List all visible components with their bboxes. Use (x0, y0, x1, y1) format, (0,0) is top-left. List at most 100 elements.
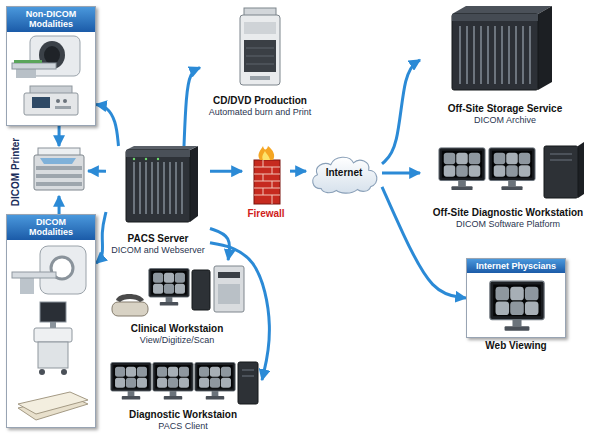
device-title: CD/DVD Production (213, 95, 307, 107)
connector-group (59, 60, 466, 380)
device-subtitle: View/Digitize/Scan (140, 335, 214, 346)
modality-console (55, 106, 71, 109)
web-viewer-monitor (490, 281, 544, 331)
device-subtitle: Automated burn and Print (209, 107, 312, 118)
firewall-wall (254, 160, 280, 204)
modality-console (24, 86, 78, 115)
panel-header: Non-DICOM Modalities (7, 7, 95, 32)
diagnostic-workstation (111, 363, 151, 400)
flatbed-scanner (18, 392, 88, 420)
ultrasound-cart (34, 328, 72, 342)
storage-rack (452, 6, 552, 90)
panel-header: DICOM Modalities (7, 215, 95, 240)
offsite-workstation (439, 142, 584, 198)
ultrasound-cart (40, 302, 66, 322)
viewer-panel: Internet PhysciansWeb Viewing (466, 258, 566, 338)
clinical-workstation (214, 266, 244, 312)
modality-console (32, 97, 50, 108)
ultrasound-cart (61, 369, 67, 375)
clinical-workstation (192, 270, 210, 310)
device-group: Diagnostic WorkstaionPACS Client (104, 352, 262, 432)
connector-arrow (382, 187, 466, 298)
film-printer (36, 182, 82, 186)
diagnostic-workstation (111, 362, 258, 404)
ultrasound-cart (34, 302, 72, 375)
firewall-wall (254, 160, 280, 204)
ultrasound-cart (50, 322, 56, 328)
pacs-server-rack (126, 150, 190, 157)
diagnostic-workstation (242, 370, 254, 376)
firewall-device: Firewall (242, 146, 290, 220)
device-title: Off-Site Diagnostic Workstation (433, 207, 583, 219)
modality-console (56, 99, 60, 103)
firewall-wall (262, 151, 270, 160)
firewall-wall (258, 146, 274, 160)
pacs-server-rack (133, 158, 135, 160)
film-printer (36, 174, 82, 178)
offsite-workstation (439, 148, 485, 190)
flatbed-scanner (18, 392, 88, 414)
mri-scanner (30, 36, 80, 76)
device-title: PACS Server (128, 233, 189, 245)
device-subtitle: DICOM Software Platform (456, 219, 560, 230)
clinical-workstation (218, 272, 240, 278)
firewall-label: Firewall (247, 208, 284, 220)
disc-publisher (246, 48, 274, 64)
connector-arrow (290, 170, 306, 173)
pacs-server-rack (126, 146, 198, 150)
film-printer (40, 158, 76, 164)
modality-console (24, 93, 78, 115)
film-printer (36, 166, 82, 170)
mri-scanner (44, 46, 60, 64)
ultrasound-cart (39, 369, 45, 375)
web-viewer-monitor (490, 281, 544, 331)
connector-arrow (96, 104, 118, 146)
device-group: CD/DVD ProductionAutomated burn and Prin… (200, 6, 320, 118)
cloud-label: Internet (326, 167, 363, 179)
server-group: PACS ServerDICOM and Webserver (106, 146, 210, 256)
clinical-workstation (218, 284, 240, 304)
connector-arrow (58, 196, 61, 214)
pacs-server-rack (126, 150, 190, 222)
panel-caption: Web Viewing (467, 340, 565, 352)
device-title: Diagnostic Workstaion (129, 409, 237, 421)
printer-device: DICOM Printer (30, 146, 88, 196)
modality-console (63, 99, 67, 103)
device-subtitle: DICOM Archive (474, 115, 536, 126)
clinical-workstation (112, 266, 244, 316)
disc-publisher (240, 8, 280, 85)
device-group: Off-Site Storage ServiceDICOM Archive (420, 6, 590, 126)
modality-panel: DICOM Modalities (6, 214, 96, 428)
film-printer (34, 148, 84, 190)
film-printer (34, 155, 84, 190)
offsite-workstation (489, 148, 535, 190)
connector-arrow (58, 126, 61, 146)
device-group: Off-Site Diagnostic WorkstationDICOM Sof… (420, 138, 596, 230)
offsite-workstation (550, 154, 572, 160)
modality-panel: Non-DICOM Modalities (6, 6, 96, 126)
disc-publisher (244, 40, 276, 72)
storage-rack (452, 14, 538, 90)
disc-publisher (244, 22, 276, 34)
storage-rack (452, 14, 538, 21)
clinical-workstation (116, 294, 144, 302)
connector-arrow (184, 68, 200, 146)
mri-scanner (14, 60, 42, 63)
mri-scanner (12, 36, 80, 78)
ct-scanner (20, 278, 34, 294)
offsite-workstation (544, 146, 578, 198)
clinical-workstation (112, 302, 148, 316)
diagnostic-workstation (238, 362, 258, 404)
device-subtitle: DICOM and Webserver (111, 245, 204, 256)
device-label: DICOM Printer (10, 138, 22, 206)
ultrasound-cart (38, 342, 68, 368)
ct-scanner (12, 246, 86, 294)
storage-rack (538, 6, 552, 90)
diagnostic-workstation (153, 363, 193, 400)
pacs-server-rack (190, 146, 198, 222)
cloud-shape (313, 157, 377, 193)
mri-scanner (12, 63, 56, 69)
ct-scanner (12, 272, 56, 278)
